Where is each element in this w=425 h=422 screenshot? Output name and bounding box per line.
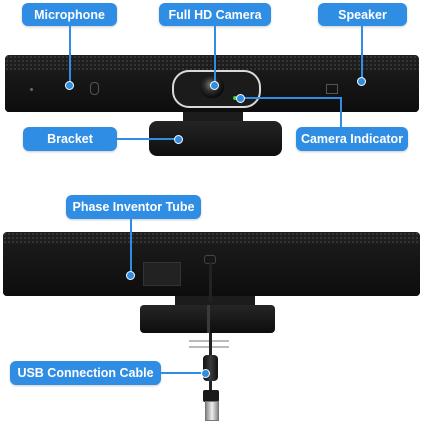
microphone-leader-dot	[65, 81, 74, 90]
phase-inventor-tube-label: Phase Inventor Tube	[66, 195, 201, 219]
usb-plug-body	[203, 390, 219, 402]
usb-cable-leader	[161, 372, 205, 374]
phase-tube-leader-dot	[126, 271, 135, 280]
bracket-label: Bracket	[23, 127, 117, 151]
mic-hole	[30, 88, 33, 91]
speaker-label: Speaker	[318, 3, 407, 26]
bracket-leader-dot	[174, 135, 183, 144]
usb-connector-icon	[205, 401, 219, 421]
back-bracket-gap	[207, 305, 210, 333]
camera-indicator-led	[233, 96, 237, 100]
speaker-icon	[326, 84, 338, 94]
microphone-leader	[69, 26, 71, 84]
back-bracket-upper	[175, 296, 255, 306]
mic-icon	[90, 82, 99, 95]
camera-leader-dot	[210, 81, 219, 90]
speaker-leader-dot	[357, 77, 366, 86]
camera-leader	[214, 26, 216, 84]
camera-indicator-label: Camera Indicator	[296, 127, 408, 151]
bracket-stem	[183, 112, 243, 122]
usb-connection-cable-label: USB Connection Cable	[10, 361, 161, 385]
usb-cable-low	[209, 381, 212, 391]
full-hd-camera-label: Full HD Camera	[159, 3, 271, 26]
microphone-label: Microphone	[22, 3, 117, 26]
indicator-leader-h	[239, 97, 341, 99]
indicator-leader-v	[340, 97, 342, 127]
speaker-leader	[361, 26, 363, 81]
usb-cable-leader-dot	[201, 369, 210, 378]
usb-cable-top	[209, 262, 212, 302]
usb-cable-mid	[209, 333, 212, 355]
bracket-leader	[117, 138, 178, 140]
indicator-leader-dot	[236, 94, 245, 103]
phase-tube-vent	[143, 262, 181, 286]
phase-tube-leader	[130, 219, 132, 274]
